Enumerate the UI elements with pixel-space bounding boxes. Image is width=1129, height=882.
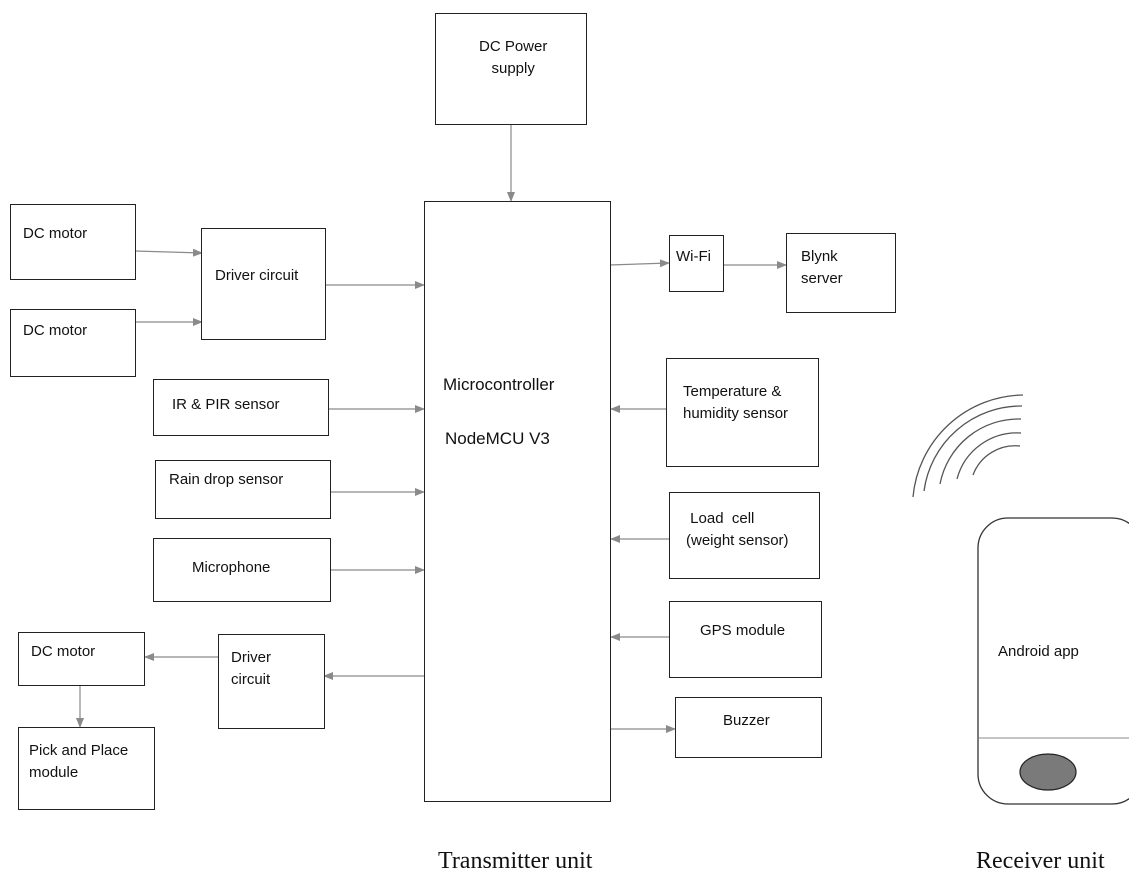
nodemcu-label: NodeMCU V3 — [445, 429, 550, 448]
load-cell-label: Load cell (weight sensor) — [686, 510, 789, 549]
wifi-label: Wi-Fi — [676, 248, 711, 265]
load-cell-block: Load cell (weight sensor) — [669, 492, 820, 579]
dc-motor-3-label: DC motor — [31, 643, 96, 660]
driver-circuit-2-label: Driver circuit — [231, 649, 271, 688]
buzzer-block: Buzzer — [675, 697, 822, 758]
gps-module-label: GPS module — [700, 622, 786, 639]
driver-circuit-1-block: Driver circuit — [201, 228, 326, 340]
dc-motor-2-label: DC motor — [23, 322, 88, 339]
microphone-label: Microphone — [192, 559, 271, 576]
pick-and-place-label: Pick and Place module — [29, 742, 129, 781]
android-app-label: Android app — [998, 643, 1079, 660]
ir-pir-sensor-block: IR & PIR sensor — [153, 379, 329, 436]
gps-module-block: GPS module — [669, 601, 822, 678]
dc-power-supply-block: DC Power supply — [435, 13, 587, 125]
microcontroller-label: Microcontroller — [443, 375, 555, 394]
dc-power-supply-label: DC Power supply — [479, 38, 548, 77]
temperature-humidity-label: Temperature & humidity sensor — [683, 383, 789, 422]
smartphone — [977, 517, 1129, 805]
temperature-humidity-block: Temperature & humidity sensor — [666, 358, 819, 467]
phone-home-button — [1019, 753, 1077, 791]
blynk-server-block: Blynk server — [786, 233, 896, 313]
dc-motor-2-block: DC motor — [10, 309, 136, 377]
blynk-server-label: Blynk server — [801, 248, 843, 287]
wireless-signal-icon — [912, 394, 1024, 498]
dc-motor-1-label: DC motor — [23, 225, 88, 242]
arrow-mcu-to-wifi — [608, 259, 670, 268]
rain-drop-sensor-label: Rain drop sensor — [169, 471, 284, 488]
ir-pir-sensor-label: IR & PIR sensor — [172, 396, 280, 413]
microcontroller-block: Microcontroller NodeMCU V3 — [424, 201, 611, 802]
driver-circuit-1-label: Driver circuit — [215, 267, 299, 284]
arrow-motor1-to-driver — [134, 248, 203, 257]
rain-drop-sensor-block: Rain drop sensor — [155, 460, 331, 519]
transmitter-unit-caption: Transmitter unit — [438, 848, 593, 874]
pick-and-place-block: Pick and Place module — [18, 727, 155, 810]
receiver-unit-caption: Receiver unit — [976, 848, 1105, 874]
microphone-block: Microphone — [153, 538, 331, 602]
driver-circuit-2-block: Driver circuit — [218, 634, 325, 729]
dc-motor-1-block: DC motor — [10, 204, 136, 280]
wifi-block: Wi-Fi — [669, 235, 724, 292]
dc-motor-3-block: DC motor — [18, 632, 145, 686]
buzzer-label: Buzzer — [723, 712, 770, 729]
